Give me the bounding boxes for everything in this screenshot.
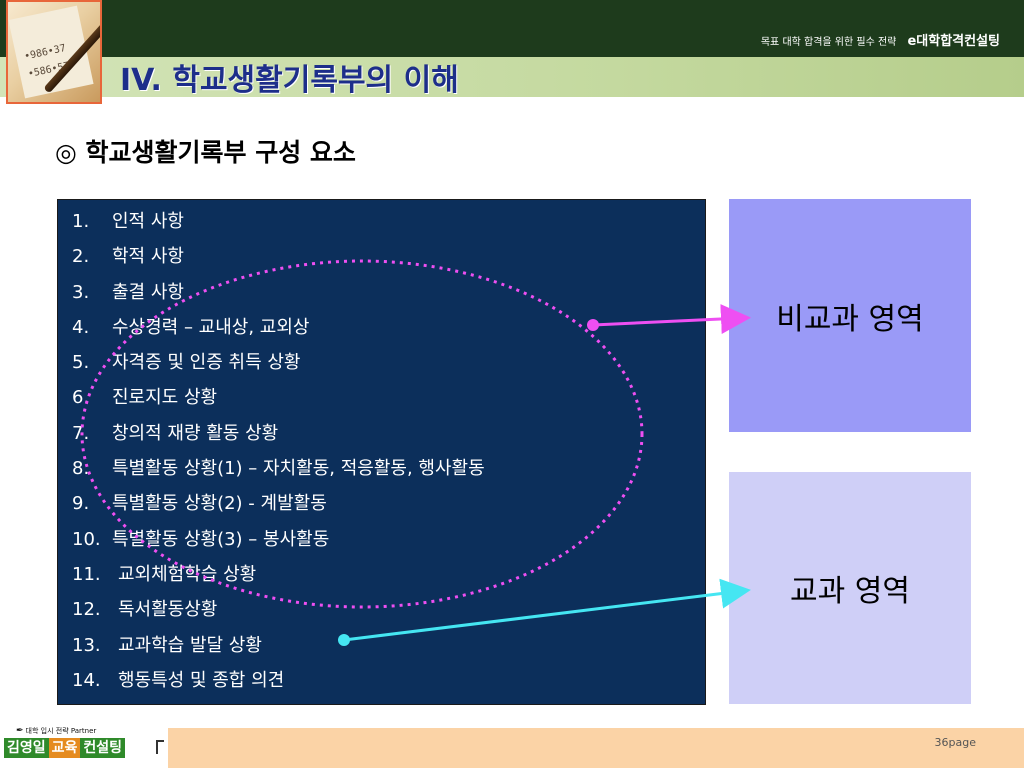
- list-item: 6. 진로지도 상황: [72, 386, 485, 421]
- item-label: 자격증 및 인증 취득 상황: [112, 352, 301, 374]
- item-label: 수상경력 – 교내상, 교외상: [112, 316, 310, 338]
- component-list: 1. 인적 사항 2. 학적 사항 3. 출결 사항 4. 수상경력 – 교내상, 교외…: [72, 210, 485, 704]
- item-number: 2.: [72, 246, 90, 268]
- page-number: 36page: [934, 736, 976, 749]
- item-number: 5.: [72, 352, 90, 374]
- item-label: 특별활동 상황(2) - 계발활동: [112, 493, 327, 515]
- item-number: 1.: [72, 211, 90, 232]
- page-title: IV. 학교생활기록부의 이해: [120, 63, 459, 98]
- logo-number-1: •986•37: [23, 42, 67, 63]
- footer-corner-mark: [156, 740, 164, 754]
- item-label: 특별활동 상황(1) – 자치활동, 적응활동, 행사활동: [112, 458, 485, 480]
- list-item: 7. 창의적 재량 활동 상황: [72, 422, 485, 457]
- subject-area-box: 교과 영역: [729, 472, 971, 704]
- item-number: 3.: [72, 281, 90, 303]
- item-number: 9.: [72, 493, 90, 515]
- tagline-text: 목표 대학 합격을 위한 필수 전략: [760, 37, 897, 48]
- tagline-brand: e대학합격컨설팅: [907, 34, 1000, 49]
- list-item: 12. 독서활동상황: [72, 598, 485, 633]
- item-label: 독서활동상황: [118, 599, 218, 621]
- item-number: 10.: [72, 528, 101, 550]
- list-item: 4. 수상경력 – 교내상, 교외상: [72, 316, 485, 351]
- component-list-box: 1. 인적 사항 2. 학적 사항 3. 출결 사항 4. 수상경력 – 교내상, 교외…: [57, 199, 706, 705]
- list-item: 3. 출결 사항: [72, 281, 485, 316]
- item-label: 특별활동 상황(3) – 봉사활동: [112, 528, 330, 550]
- item-label: 행동특성 및 종합 의견: [118, 669, 285, 691]
- header-tagline: 목표 대학 합격을 위한 필수 전략 e대학합격컨설팅: [761, 30, 1000, 49]
- item-number: 14.: [72, 669, 101, 691]
- item-number: 4.: [72, 316, 90, 338]
- item-label: 출결 사항: [112, 281, 184, 303]
- footer-logo-tag: 대학 입시 전략 Partner: [16, 726, 97, 736]
- footer-brand-3: 컨설팅: [80, 738, 126, 758]
- item-label: 인적 사항: [112, 211, 184, 232]
- footer-brand-1: 김영일: [4, 738, 49, 758]
- subject-area-label: 교과 영역: [790, 574, 910, 609]
- item-number: 13.: [72, 634, 101, 656]
- item-number: 12.: [72, 599, 101, 621]
- non-subject-area-label: 비교과 영역: [776, 301, 924, 337]
- footer-band: [168, 728, 1024, 768]
- list-item: 2. 학적 사항: [72, 245, 485, 280]
- list-item: 9. 특별활동 상황(2) - 계발활동: [72, 492, 485, 527]
- item-number: 7.: [72, 422, 90, 444]
- list-item: 5. 자격증 및 인증 취득 상황: [72, 351, 485, 386]
- footer-logo: 대학 입시 전략 Partner 김영일 교육 컨설팅: [4, 726, 168, 766]
- footer-brand: 김영일 교육 컨설팅: [4, 738, 126, 758]
- footer-brand-2: 교육: [48, 738, 81, 758]
- list-item: 14. 행동특성 및 종합 의견: [72, 669, 485, 704]
- title-band: [0, 57, 1024, 97]
- item-label: 학적 사항: [112, 246, 184, 268]
- header-logo-image: •986•37 •586•57: [6, 0, 102, 104]
- list-item: 1. 인적 사항: [72, 210, 485, 245]
- list-item: 8. 특별활동 상황(1) – 자치활동, 적응활동, 행사활동: [72, 457, 485, 492]
- header-band: [0, 0, 1024, 57]
- non-subject-area-box: 비교과 영역: [729, 199, 971, 432]
- item-number: 11.: [72, 563, 101, 585]
- item-label: 창의적 재량 활동 상황: [112, 422, 279, 444]
- item-label: 교과학습 발달 상황: [118, 634, 262, 656]
- item-label: 교외체험학습 상황: [118, 563, 257, 585]
- item-number: 8.: [72, 458, 90, 480]
- section-subtitle: ◎ 학교생활기록부 구성 요소: [55, 138, 356, 167]
- list-item: 10. 특별활동 상황(3) – 봉사활동: [72, 528, 485, 563]
- list-item: 13. 교과학습 발달 상황: [72, 634, 485, 669]
- item-label: 진로지도 상황: [112, 387, 218, 409]
- list-item: 11. 교외체험학습 상황: [72, 563, 485, 598]
- item-number: 6.: [72, 387, 90, 409]
